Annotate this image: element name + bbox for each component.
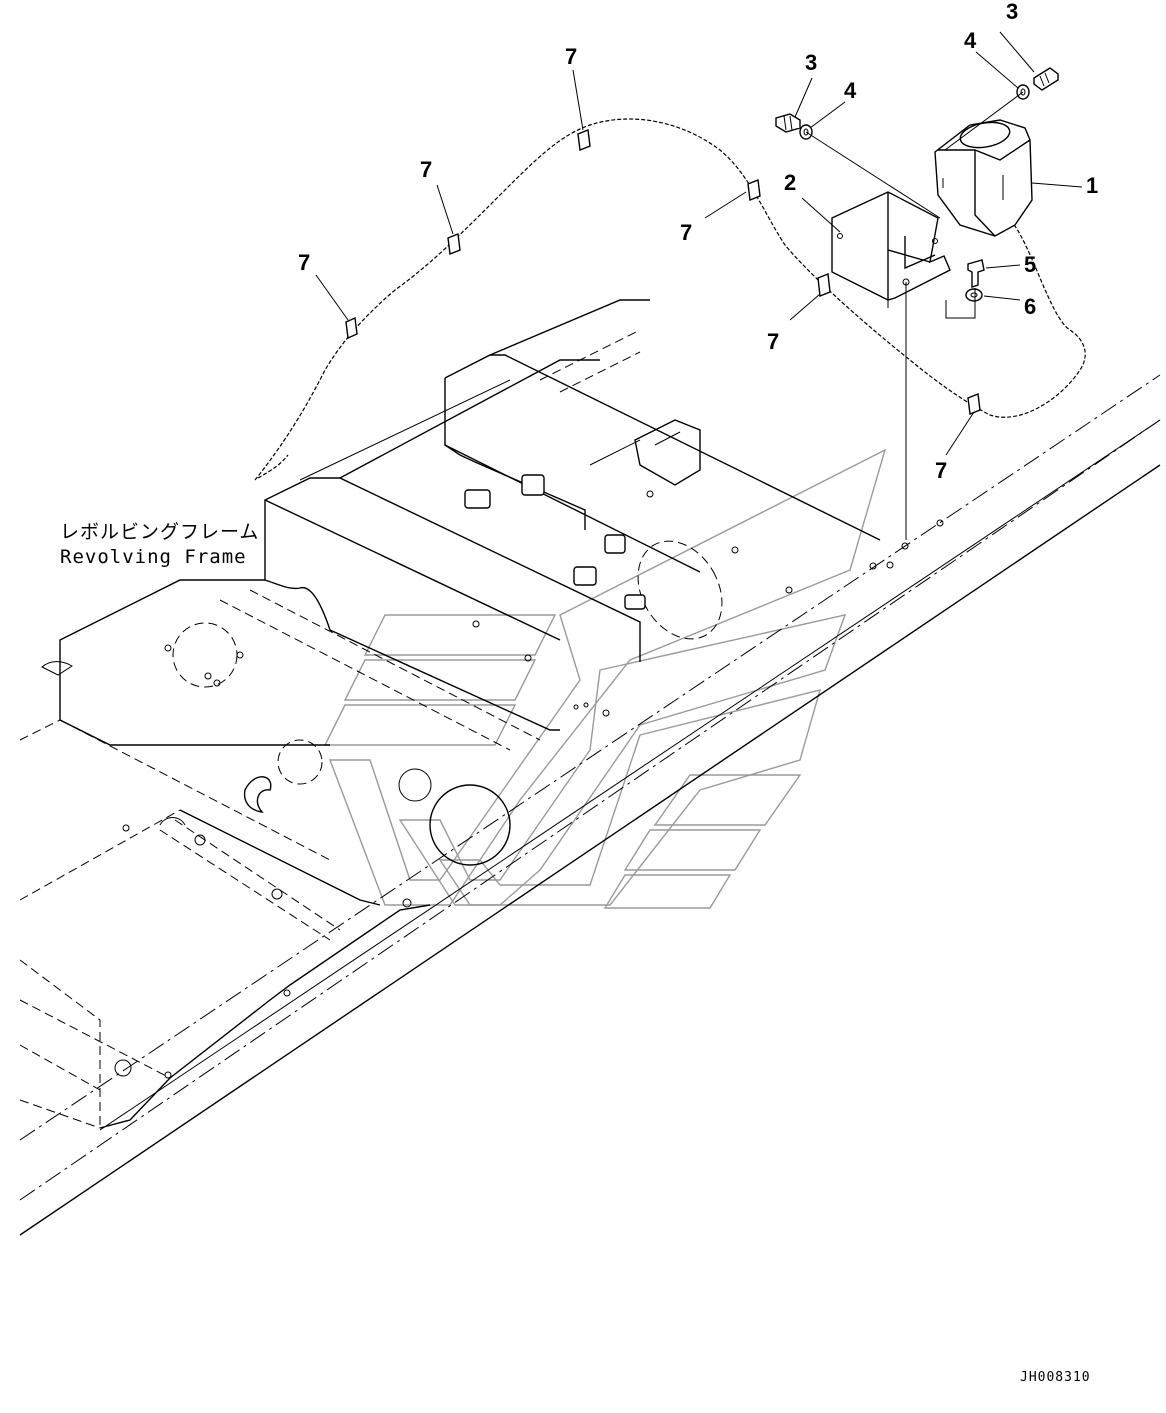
callout-7-b: 7 <box>420 157 432 182</box>
callout-4-left: 4 <box>844 78 857 103</box>
callout-7-a: 7 <box>565 44 577 69</box>
frame-label: レボルビングフレーム Revolving Frame <box>60 521 259 568</box>
harness-clips <box>345 129 981 415</box>
clip-7-d <box>747 179 761 201</box>
callout-7-d: 7 <box>680 220 692 245</box>
clip-7-a <box>345 316 358 340</box>
callout-6: 6 <box>1024 294 1036 319</box>
callout-numbers: 1 2 3 3 4 4 5 6 7 7 7 7 7 7 <box>298 0 1098 483</box>
drawing-code: JH008310 <box>1020 1370 1091 1385</box>
callout-4-right: 4 <box>964 28 977 53</box>
cross-beam-rear <box>444 299 944 640</box>
fasteners <box>775 67 1059 540</box>
callout-3-right: 3 <box>1006 0 1018 24</box>
callout-3-left: 3 <box>805 50 817 75</box>
callout-7-e: 7 <box>767 329 779 354</box>
callout-1: 1 <box>1086 173 1098 198</box>
washer-6 <box>965 288 983 302</box>
wiring-harness <box>254 118 1086 481</box>
callout-7-f: 7 <box>935 458 947 483</box>
bolt-3-left <box>775 113 801 133</box>
callout-leaders <box>315 31 1083 456</box>
callout-2: 2 <box>784 170 796 195</box>
frame-label-japanese: レボルビングフレーム <box>60 521 259 543</box>
bolt-5 <box>967 259 985 288</box>
part-2-bracket <box>831 191 951 301</box>
part-1-cover <box>934 119 1033 237</box>
clip-7-f <box>967 393 981 415</box>
bolt-3-right <box>1033 67 1059 91</box>
cross-beam-front <box>264 359 641 731</box>
frame-label-english: Revolving Frame <box>60 546 247 568</box>
revolving-frame <box>19 374 1161 1236</box>
clip-7-c <box>577 129 591 151</box>
clip-7-b <box>447 233 461 255</box>
callout-5: 5 <box>1024 252 1036 277</box>
callout-7-c: 7 <box>298 250 310 275</box>
clip-7-e <box>817 273 831 297</box>
